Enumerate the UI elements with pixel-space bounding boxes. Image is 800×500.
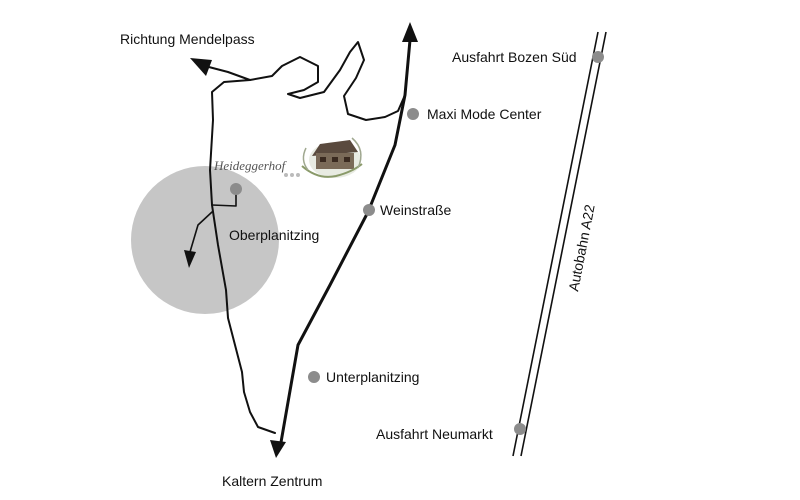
neumarkt-label: Ausfahrt Neumarkt xyxy=(376,426,493,442)
north-arrow-icon xyxy=(402,22,418,42)
oberplanitzing-label: Oberplanitzing xyxy=(229,227,319,243)
oberplanitzing-branch xyxy=(189,211,213,253)
kaltern-label: Kaltern Zentrum xyxy=(222,473,322,489)
heideggerhof-label: Heideggerhof xyxy=(213,158,288,173)
maxi-mode-label: Maxi Mode Center xyxy=(427,106,542,122)
autobahn-label: Autobahn A22 xyxy=(565,203,598,293)
oberplanitzing-arrow-icon xyxy=(184,250,196,268)
weinstrasse-label: Weinstraße xyxy=(380,202,452,218)
mendelpass-label: Richtung Mendelpass xyxy=(120,31,255,47)
bozen-sued-label: Ausfahrt Bozen Süd xyxy=(452,49,577,65)
heideggerhof-logo xyxy=(284,137,363,178)
unterplanitzing-label: Unterplanitzing xyxy=(326,369,419,385)
heideggerhof-marker xyxy=(230,183,242,195)
maxi-mode-marker xyxy=(407,108,419,120)
autobahn-a22-road xyxy=(512,31,607,457)
unterplanitzing-marker xyxy=(308,371,320,383)
bozen-sued-marker xyxy=(592,51,604,63)
oberplanitzing-area xyxy=(131,166,279,314)
mendelpass-arrow-icon xyxy=(190,58,212,76)
neumarkt-marker xyxy=(514,423,526,435)
weinstrasse-marker xyxy=(363,204,375,216)
mendelpass-spur xyxy=(204,65,251,81)
south-arrow-icon xyxy=(270,440,286,458)
oberplanitzing-road xyxy=(211,189,237,207)
mendelpass-road xyxy=(209,41,406,434)
